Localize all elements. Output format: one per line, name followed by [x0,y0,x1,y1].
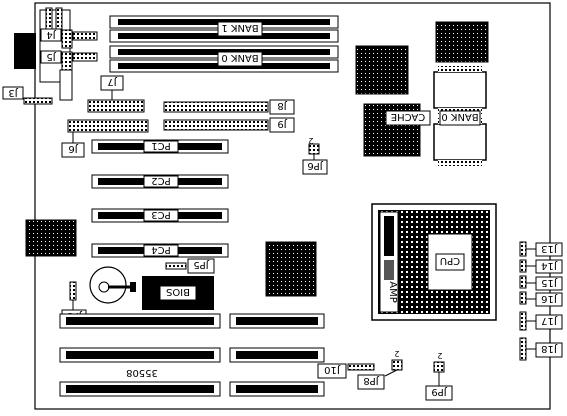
j5-label-box [40,50,62,64]
cache-label-box [385,110,431,126]
ic-chip-center [265,241,317,297]
slot-pc2: PC2 [91,174,229,189]
jp8-pin-mark: 2 [394,349,399,358]
memory-bank-1: BANK 1 [109,15,339,43]
pc1-label: PC1 [151,140,170,151]
jp5-label: JP5 [193,259,209,270]
jp5-jumper: JP5 [165,258,215,274]
j8-label: J8 [277,100,287,111]
slot-lower-left-2 [59,347,221,363]
cache-bank-label-box [439,110,481,126]
j10-label: J10 [324,364,341,375]
jp9-label-box [425,385,453,401]
slot-lower-right-3 [229,381,325,397]
slot-pc4: PC4 [91,243,229,258]
j3-label: J3 [8,87,18,98]
j4-label-box [40,28,62,42]
side-connector-j16: J16 [519,291,563,307]
j5-header: J5 [40,50,98,64]
j10-connector: J10 [317,363,375,379]
j8-header: J8 [163,99,295,115]
j4-header: J4 [40,28,98,42]
memory-bank-0: BANK 0 [109,45,339,73]
jp6-pin-mark: 2 [308,136,313,145]
slot-lower-left-1 [59,313,221,329]
slot-lower-left-3 [59,381,221,397]
bios-chip: BIOS [142,276,214,310]
left-edge-connector-cluster [14,7,73,101]
jp9-jumper: 2 JP9 [425,351,453,401]
j3-label-box [2,86,24,100]
side-connector-j15: J15 [519,275,563,291]
side-connector-j14: J14 [519,259,563,274]
jp5-label-box [187,258,215,274]
j3-connector: J3 [2,86,53,105]
j10-label-box [317,363,347,379]
cache-bank-label: BANK 0 [441,111,478,122]
j9-label: J9 [277,118,287,129]
j5-label: J5 [46,51,56,62]
jp8-jumper: 2 JP8 [357,349,403,390]
cache-memory: CACHE BANK 0 [385,66,487,166]
part-number: 35508 [126,367,158,378]
pc4-label: PC4 [151,244,170,255]
side-connector-j18: J18 [519,337,563,361]
bios-label: BIOS [166,286,190,297]
j14-label: J14 [541,260,558,271]
j13-label: J13 [541,243,558,254]
j17-label: J17 [541,315,558,326]
side-connector-j17: J17 [519,311,563,331]
jp8-label-box [357,374,385,390]
cache-label: CACHE [391,111,425,122]
jp8-label: JP8 [363,375,379,386]
j9-label-box [269,117,295,133]
j8-label-box [269,99,295,115]
bank-1-label: BANK 1 [221,22,258,33]
battery [89,266,136,304]
bank-0-label: BANK 0 [221,52,258,63]
slot-pc1: PC1 [91,139,229,154]
cpu-label: CPU [440,255,460,266]
ic-chip-left [25,219,77,257]
pc3-label: PC3 [151,209,170,220]
j6-label: J6 [68,143,78,154]
slot-pc3: PC3 [91,208,229,223]
j16-label: J16 [541,293,558,304]
jp6-label-box [302,159,328,175]
j9-header: J9 [163,117,295,133]
jp6-jumper: 2 JP6 [302,136,328,175]
j4-label: J4 [46,29,56,40]
slot-lower-right-1 [229,313,325,329]
jp9-pin-mark: 2 [437,351,442,360]
ic-chip-top [435,21,489,63]
socket-brand-label: AMP [387,281,398,303]
j7-label: J7 [107,76,117,87]
j15-label: J15 [541,277,558,288]
jp9-label: JP9 [431,386,447,397]
jp6-label: JP6 [307,160,323,171]
j7-header: J7 [87,75,145,113]
side-connector-j13: J13 [519,241,563,257]
j18-label: J18 [541,343,558,354]
cpu-socket: CPU AMP [371,203,497,321]
j6-header: J6 [61,119,149,158]
slot-lower-right-2 [229,347,325,363]
pc2-label: PC2 [151,175,170,186]
ic-chip-upper-left [355,45,409,95]
